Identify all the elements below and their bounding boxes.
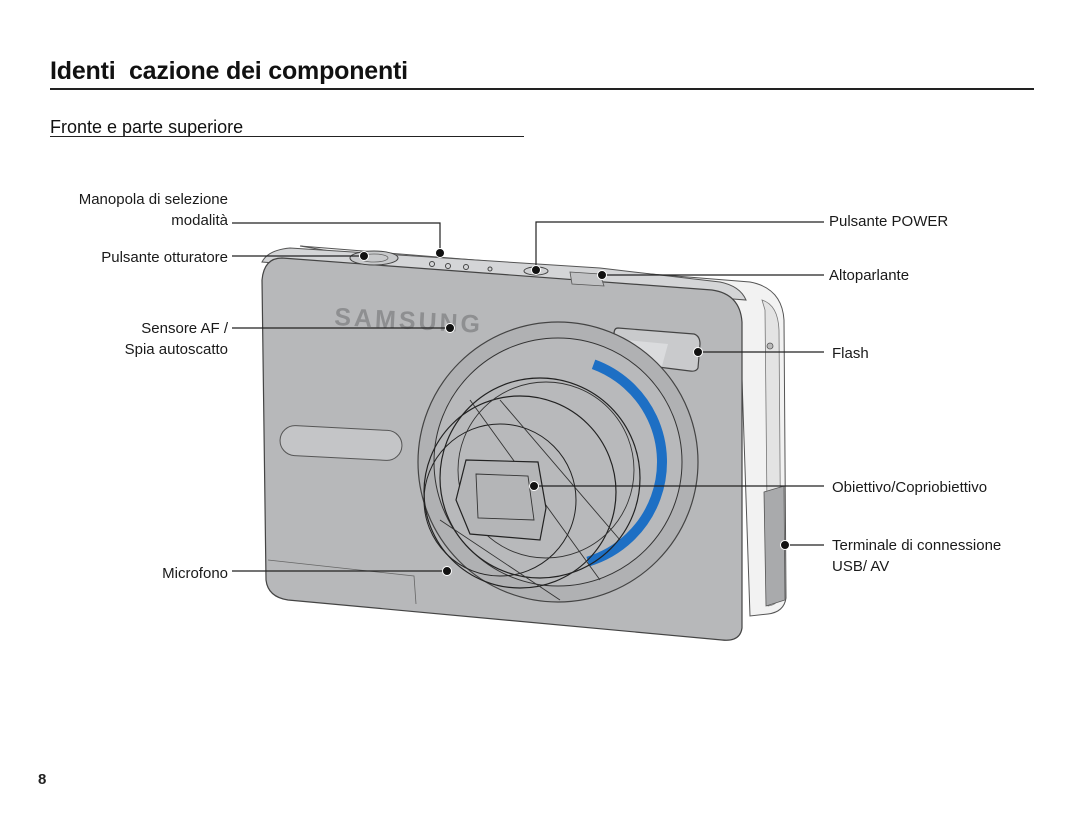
label-usb-line2: USB/ AV	[832, 558, 890, 575]
front-seam	[267, 559, 417, 605]
section-title: Fronte e parte superiore	[50, 117, 244, 137]
label-mode-dial-line2: modalità	[171, 212, 228, 229]
leader-lines	[232, 221, 824, 572]
shutter-button	[349, 250, 399, 266]
label-af-sensor-line1: Sensore AF /	[141, 320, 228, 337]
camera-side-shell	[299, 245, 787, 617]
mode-dial-marks	[429, 261, 493, 272]
label-mode-dial: Manopola di selezione modalità	[79, 189, 228, 231]
callout-dots	[359, 248, 790, 576]
section-rule	[50, 136, 524, 137]
label-power: Pulsante POWER	[829, 213, 949, 230]
label-speaker: Altoparlante	[829, 267, 910, 284]
label-microphone: Microfono	[162, 565, 228, 582]
usb-av-door	[763, 485, 786, 607]
lens-cover	[455, 459, 547, 541]
label-mode-dial-line1: Manopola di selezione	[78, 191, 228, 208]
page-title: Identi cazione dei componenti	[50, 57, 408, 85]
label-af-sensor: Sensore AF / Spia autoscatto	[125, 318, 228, 360]
label-lens: Obiettivo/Copriobiettivo	[832, 479, 988, 496]
label-shutter: Pulsante otturatore	[101, 249, 228, 266]
title-rule	[50, 88, 1034, 90]
speaker-grille	[569, 271, 605, 287]
label-flash: Flash	[832, 345, 869, 362]
label-usb: Terminale di connessione USB/ AV	[832, 535, 1001, 577]
label-af-sensor-line2: Spia autoscatto	[124, 341, 228, 358]
label-usb-line1: Terminale di connessione	[832, 537, 1002, 554]
lens-assembly	[417, 321, 699, 603]
grip-strip	[279, 425, 403, 461]
page-number: 8	[38, 771, 47, 788]
